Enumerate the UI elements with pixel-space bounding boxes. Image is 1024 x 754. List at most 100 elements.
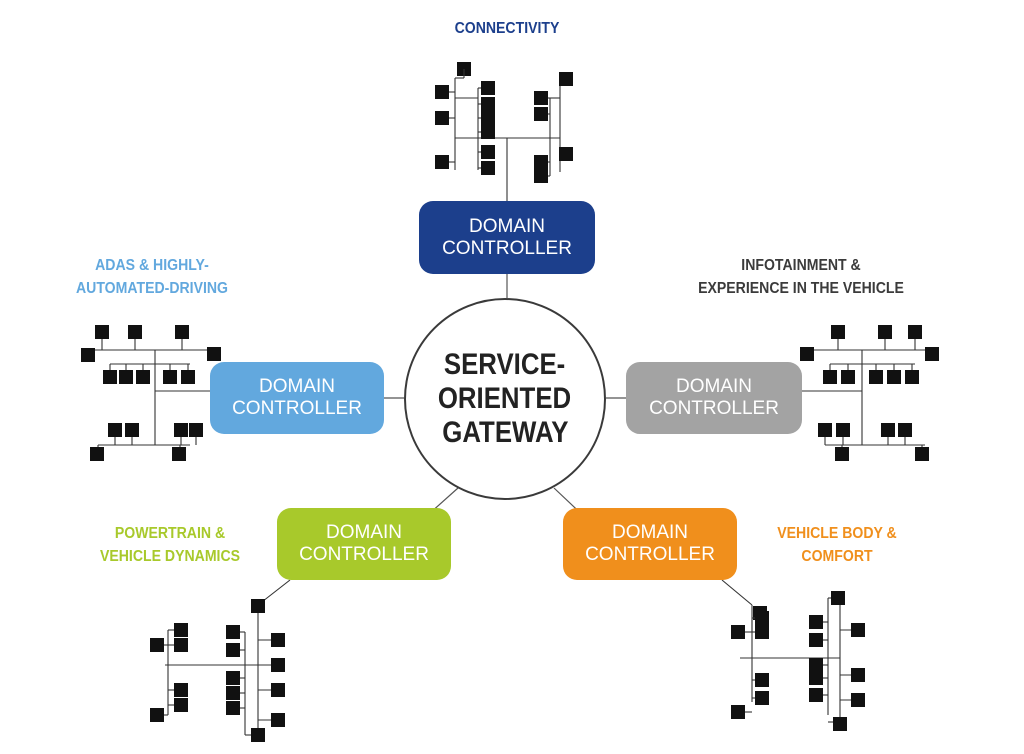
- label-line-2: AUTOMATED-DRIVING: [75, 280, 228, 297]
- label-line-2: COMFORT: [801, 548, 873, 565]
- controller-line-1: DOMAIN: [326, 522, 402, 543]
- ecu-square-icon: [163, 370, 177, 384]
- ecu-square-icon: [174, 683, 188, 697]
- ecu-square-icon: [226, 701, 240, 715]
- ecu-square-icon: [174, 423, 188, 437]
- ecu-square-icon: [833, 717, 847, 731]
- ecu-square-icon: [271, 713, 285, 727]
- ecu-square-icon: [103, 370, 117, 384]
- ecu-square-icon: [905, 370, 919, 384]
- ecu-square-icon: [809, 671, 823, 685]
- ecu-square-icon: [559, 147, 573, 161]
- ecu-square-icon: [271, 683, 285, 697]
- ecu-square-icon: [559, 72, 573, 86]
- domain-label-body: VEHICLE BODY & COMFORT: [749, 522, 925, 568]
- ecu-network-connectivity: [435, 62, 573, 201]
- ecu-square-icon: [119, 370, 133, 384]
- ecu-square-icon: [271, 658, 285, 672]
- ecu-square-icon: [226, 671, 240, 685]
- ecu-square-icon: [534, 107, 548, 121]
- ecu-square-icon: [481, 145, 495, 159]
- ecu-square-icon: [534, 169, 548, 183]
- label-line-1: VEHICLE BODY &: [777, 525, 897, 542]
- label-line-1: ADAS & HIGHLY-: [95, 257, 209, 274]
- ecu-square-icon: [175, 325, 189, 339]
- domain-controller-infotainment: DOMAIN CONTROLLER: [626, 362, 802, 434]
- ecu-square-icon: [881, 423, 895, 437]
- ecu-square-icon: [755, 691, 769, 705]
- domain-controller-powertrain: DOMAIN CONTROLLER: [277, 508, 451, 580]
- controller-line-2: CONTROLLER: [232, 398, 362, 419]
- controller-line-1: DOMAIN: [612, 522, 688, 543]
- ecu-square-icon: [172, 447, 186, 461]
- ecu-square-icon: [226, 686, 240, 700]
- gateway-line-1: SERVICE-: [444, 348, 566, 381]
- label-line-1: CONNECTIVITY: [454, 20, 560, 37]
- domain-label-infotainment: INFOTAINMENT & EXPERIENCE IN THE VEHICLE: [687, 254, 914, 300]
- ecu-square-icon: [481, 97, 495, 111]
- ecu-square-icon: [887, 370, 901, 384]
- ecu-square-icon: [435, 155, 449, 169]
- label-line-2: VEHICLE DYNAMICS: [99, 548, 241, 565]
- ecu-square-icon: [481, 125, 495, 139]
- controller-line-1: DOMAIN: [676, 376, 752, 397]
- ecu-square-icon: [174, 623, 188, 637]
- ecu-square-icon: [755, 625, 769, 639]
- ecu-square-icon: [851, 623, 865, 637]
- ecu-square-icon: [809, 615, 823, 629]
- ecu-square-icon: [731, 705, 745, 719]
- ecu-square-icon: [818, 423, 832, 437]
- ecu-square-icon: [189, 423, 203, 437]
- service-oriented-gateway: SERVICE- ORIENTED GATEWAY: [404, 298, 606, 500]
- ecu-square-icon: [150, 638, 164, 652]
- controller-line-2: CONTROLLER: [442, 237, 572, 259]
- ecu-square-icon: [878, 325, 892, 339]
- controller-line-2: CONTROLLER: [299, 544, 429, 565]
- ecu-square-icon: [898, 423, 912, 437]
- label-line-1: POWERTRAIN &: [114, 525, 226, 542]
- domain-label-adas: ADAS & HIGHLY- AUTOMATED-DRIVING: [64, 254, 240, 300]
- ecu-network-adas: [81, 325, 221, 461]
- domain-label-connectivity: CONNECTIVITY: [419, 17, 595, 40]
- ecu-square-icon: [226, 625, 240, 639]
- gateway-line-3: GATEWAY: [441, 416, 569, 449]
- ecu-network-infotainment: [800, 325, 939, 461]
- ecu-square-icon: [435, 111, 449, 125]
- controller-line-2: CONTROLLER: [649, 398, 779, 419]
- ecu-network-powertrain: [150, 579, 291, 742]
- gateway-line-2: ORIENTED: [438, 382, 572, 415]
- ecu-square-icon: [181, 370, 195, 384]
- domain-controller-adas: DOMAIN CONTROLLER: [210, 362, 384, 434]
- controller-line-2: CONTROLLER: [585, 544, 715, 565]
- ecu-square-icon: [534, 155, 548, 169]
- label-line-2: EXPERIENCE IN THE VEHICLE: [698, 280, 904, 297]
- ecu-square-icon: [128, 325, 142, 339]
- domain-label-powertrain: POWERTRAIN & VEHICLE DYNAMICS: [82, 522, 258, 568]
- ecu-square-icon: [915, 447, 929, 461]
- ecu-square-icon: [125, 423, 139, 437]
- ecu-square-icon: [435, 85, 449, 99]
- ecu-networks: [81, 62, 939, 742]
- ecu-square-icon: [851, 668, 865, 682]
- ecu-square-icon: [809, 688, 823, 702]
- ecu-square-icon: [809, 658, 823, 672]
- ecu-network-body: [721, 579, 865, 731]
- ecu-square-icon: [809, 633, 823, 647]
- controller-line-1: DOMAIN: [469, 215, 545, 237]
- ecu-square-icon: [481, 111, 495, 125]
- ecu-square-icon: [271, 633, 285, 647]
- domain-controller-body: DOMAIN CONTROLLER: [563, 508, 737, 580]
- ecu-square-icon: [150, 708, 164, 722]
- ecu-square-icon: [800, 347, 814, 361]
- ecu-square-icon: [481, 161, 495, 175]
- ecu-square-icon: [108, 423, 122, 437]
- ecu-square-icon: [174, 698, 188, 712]
- ecu-square-icon: [174, 638, 188, 652]
- ecu-square-icon: [251, 599, 265, 613]
- ecu-square-icon: [851, 693, 865, 707]
- ecu-square-icon: [136, 370, 150, 384]
- ecu-square-icon: [908, 325, 922, 339]
- ecu-square-icon: [207, 347, 221, 361]
- ecu-square-icon: [755, 673, 769, 687]
- ecu-square-icon: [226, 643, 240, 657]
